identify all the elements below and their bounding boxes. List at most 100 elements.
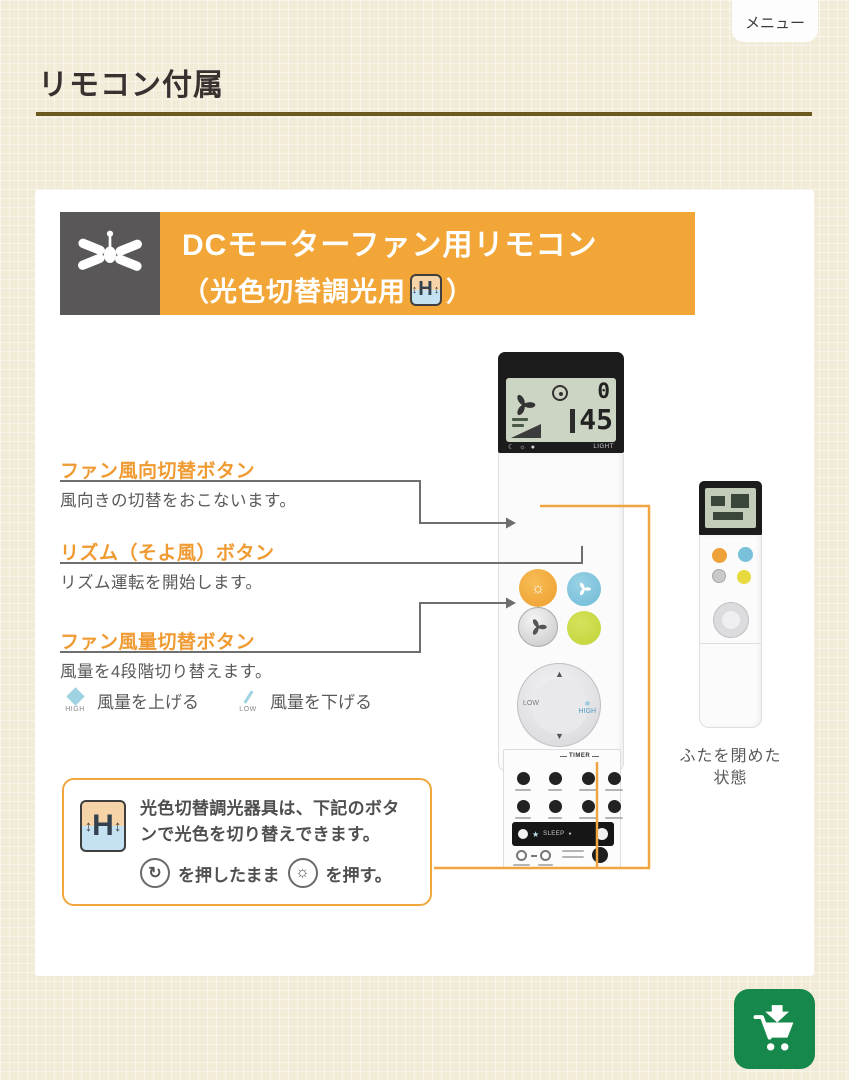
volume-up-text: 風量を上げる [97, 693, 199, 712]
updown-arrow-icon: ↕ [433, 283, 441, 296]
updown-arrow-icon: ↕ [411, 283, 419, 296]
volume-hints: HIGH 風量を上げる LOW 風量を下げる [60, 687, 372, 713]
sleep-strip: ★ SLEEP ● [512, 822, 614, 846]
lcd-mark [711, 496, 725, 506]
remote-rhythm-button [737, 570, 751, 584]
timer-bracket-line [560, 755, 567, 757]
remote-body [699, 535, 762, 728]
note-line2: ンで光色を切り替えできます。 [140, 825, 380, 845]
note-line1: 光色切替調光器具は、下記のボタ [140, 799, 400, 818]
lcd-dial-icon [552, 385, 568, 401]
label-mark [605, 817, 623, 819]
label-mark [548, 789, 562, 791]
pad-up-arrow: ▲ [555, 669, 564, 679]
label-mark [513, 864, 530, 866]
callout-fan-volume-desc: 風量を4段階切り替えます。 [60, 663, 273, 681]
callout-fan-direction-desc: 風向きの切替をおこないます。 [60, 492, 297, 510]
h-badge-icon: ↕H↕ [410, 273, 442, 306]
brightness-button [540, 850, 551, 861]
label-mark [605, 789, 623, 791]
sleep-label: SLEEP [543, 831, 565, 837]
label-mark [562, 850, 584, 852]
remote-top-panel: 0 45 ☾ ☼ ● LIGHT [498, 352, 624, 453]
cart-button[interactable] [734, 989, 815, 1069]
label-mark [579, 789, 597, 791]
remote-fan-power-button [738, 547, 753, 562]
remote-rhythm-button [567, 611, 601, 645]
header-band: DCモーターファン用リモコン （光色切替調光用 ↕H↕ ） [160, 212, 695, 315]
callout-fan-volume-title: ファン風量切替ボタン [60, 632, 256, 653]
timer-text: TIMER [569, 753, 591, 759]
callout-fan-direction-title: ファン風向切替ボタン [60, 461, 256, 482]
volume-up-hint: HIGH 風量を上げる [60, 687, 199, 713]
pad-down-arrow: ▼ [555, 731, 564, 741]
note-press-text: を押す。 [325, 865, 392, 885]
pad-inner [722, 611, 740, 629]
lcd-fan-icon [517, 394, 536, 416]
timer-group-label: TIMER [560, 753, 600, 759]
remote-lower-panel: TIMER [503, 749, 623, 869]
h-badge-letter: H [418, 278, 434, 300]
caption-line2: 状態 [713, 770, 748, 788]
label-mark [548, 817, 562, 819]
label-mark [562, 856, 584, 858]
label-mark [579, 817, 597, 819]
note-instruction: ↻ を押したまま ☼ を押す。 [140, 858, 392, 888]
panel-button [549, 800, 562, 813]
volume-down-hint: LOW 風量を下げる [233, 688, 372, 713]
snow-icon: ❄ [584, 701, 591, 708]
caption-line1: ふたを閉めた [679, 748, 782, 765]
label-mark [515, 817, 531, 819]
remote-lcd [705, 488, 756, 528]
pad-high-label: ❄HIGH [579, 700, 597, 715]
dot-icon: ● [568, 831, 572, 837]
lcd-bottom-digit: 45 [579, 403, 613, 436]
product-card: DCモーターファン用リモコン （光色切替調光用 ↕H↕ ） ファン風向切替ボタン… [35, 190, 814, 976]
low-label: LOW [239, 706, 257, 713]
remote-illustration-closed [699, 481, 762, 728]
low-fan-icon: LOW [233, 688, 263, 713]
sun-glyph: ☼ [531, 579, 545, 597]
remote-fan-power-button [567, 572, 601, 606]
header-title-line2: （光色切替調光用 ↕H↕ ） [182, 270, 695, 309]
small-remote-caption: ふたを閉めた 状態 [668, 746, 793, 791]
note-hold-text: を押したまま [178, 865, 280, 885]
light-color-switch-button [592, 847, 608, 863]
remote-volume-pad: ▲ ▼ LOW ❄HIGH [517, 663, 601, 747]
ceiling-fan-icon [60, 212, 160, 315]
light-label: LIGHT [593, 444, 614, 450]
header-line2-open: （光色切替調光用 [182, 277, 406, 307]
callout-rhythm-desc: リズム運転を開始します。 [60, 574, 263, 592]
h-badge-icon: ↕H↕ [80, 800, 126, 852]
header-line2-close: ） [446, 277, 474, 307]
note-text: 光色切替調光器具は、下記のボタ ンで光色を切り替えできます。 [140, 796, 400, 849]
label-mark [515, 789, 531, 791]
timer-bracket-line [592, 755, 600, 757]
menu-button[interactable]: メニュー [732, 0, 818, 42]
remote-body: ☼ ▲ ▼ LOW ❄HIGH [498, 453, 624, 869]
lcd-mark [731, 494, 749, 508]
remote-light-button: ☼ [519, 569, 557, 607]
dot-icon: ● [530, 443, 535, 451]
lcd-mark [512, 424, 524, 427]
panel-button [517, 772, 530, 785]
high-fan-icon: HIGH [60, 687, 90, 713]
remote-light-button [712, 548, 727, 563]
circle-arrow-icon: ↻ [140, 858, 170, 888]
strip-button [596, 828, 608, 840]
panel-button [517, 800, 530, 813]
remote-lcd: 0 45 [506, 378, 616, 442]
remote-top-panel [699, 481, 762, 535]
header-title-line1: DCモーターファン用リモコン [182, 229, 598, 262]
lcd-segment-bar [570, 409, 575, 433]
updown-arrow-icon: ↕ [84, 817, 93, 835]
panel-button [582, 800, 595, 813]
dash-mark [531, 855, 537, 857]
remote-fan-direction-button [518, 607, 558, 647]
lid-seam [700, 643, 761, 644]
h-badge-letter: H [92, 809, 114, 842]
page-title: リモコン付属 [38, 69, 224, 102]
lcd-mark [713, 512, 743, 520]
remote-status-icons: ☾ ☼ ● LIGHT [508, 442, 614, 452]
remote-illustration-open: 0 45 ☾ ☼ ● LIGHT ☼ [498, 352, 624, 869]
